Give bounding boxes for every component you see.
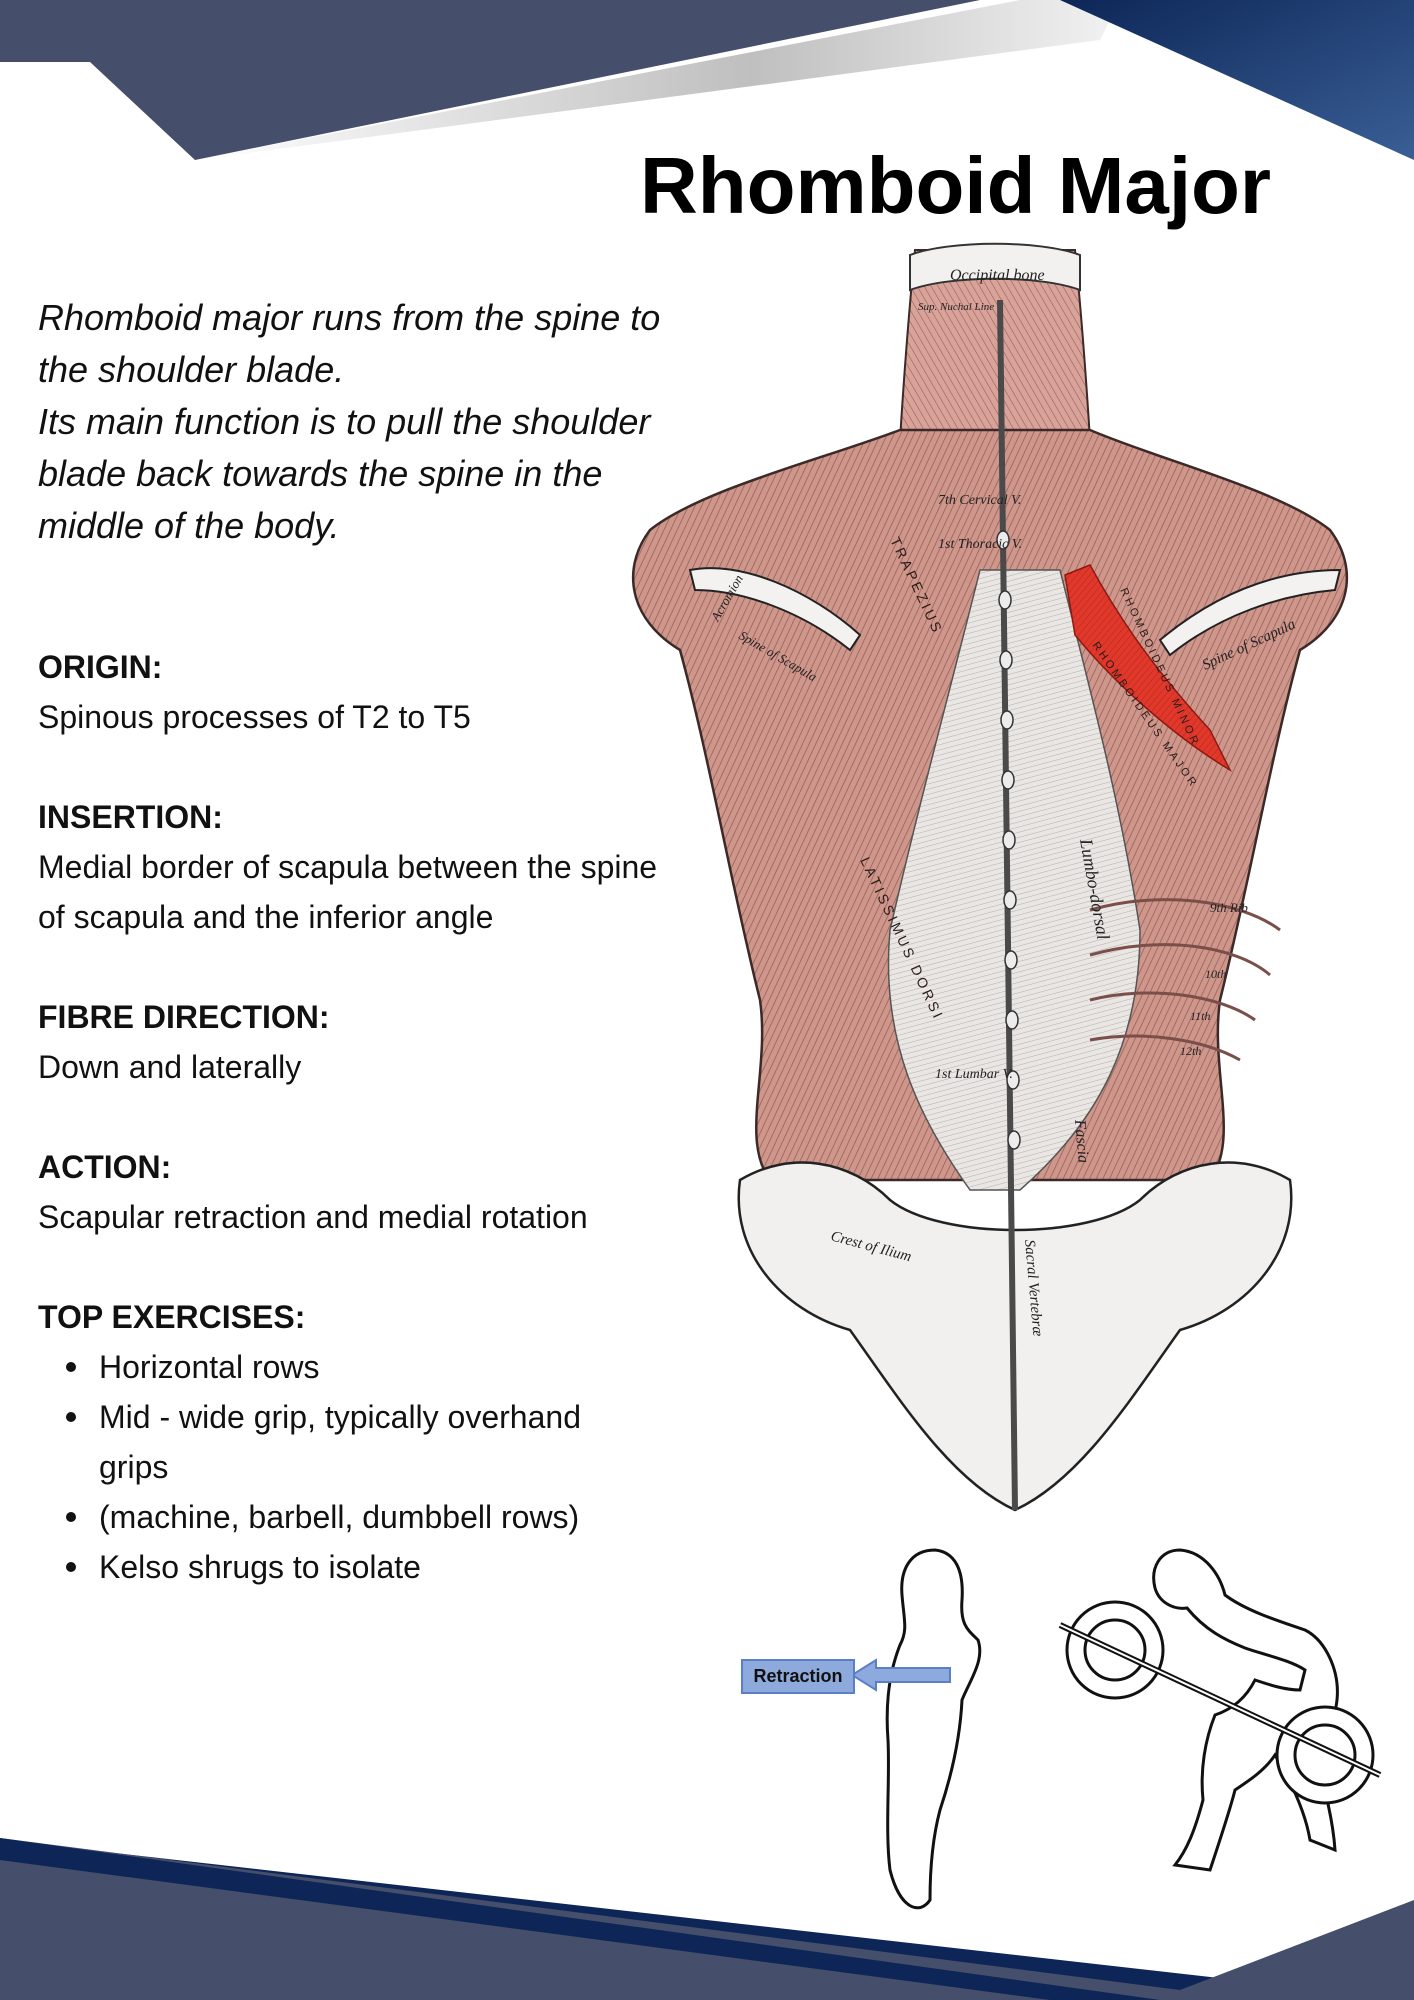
retraction-figure xyxy=(885,1548,982,1910)
label-rib11: 11th xyxy=(1190,1009,1210,1023)
action-section: ACTION: Scapular retraction and medial r… xyxy=(38,1142,658,1242)
insertion-label: INSERTION: xyxy=(38,799,223,835)
left-scapula-spine xyxy=(688,567,862,652)
top-right-navy-corner xyxy=(1060,0,1414,160)
retraction-label: Retraction xyxy=(741,1659,855,1694)
rhomboid-major-muscle xyxy=(1064,564,1232,772)
bullet-icon xyxy=(66,1562,76,1572)
retraction-arrow-icon xyxy=(852,1658,951,1692)
label-nuchal: Sup. Nuchal Line xyxy=(918,301,994,313)
origin-value: Spinous processes of T2 to T5 xyxy=(38,699,471,735)
label-rib12: 12th xyxy=(1180,1044,1201,1058)
list-item: Horizontal rows xyxy=(38,1342,658,1392)
intro-line-1: Rhomboid major runs from the spine to th… xyxy=(38,297,661,390)
top-left-navy-corner xyxy=(0,0,130,62)
label-rib10: 10th xyxy=(1205,967,1226,981)
right-scapula-spine xyxy=(1158,568,1342,657)
label-occipital: Occipital bone xyxy=(950,267,1045,284)
list-item: Kelso shrugs to isolate xyxy=(38,1542,658,1592)
barbell-row-figure xyxy=(1058,1548,1382,1872)
bullet-icon xyxy=(66,1512,76,1522)
insertion-section: INSERTION: Medial border of scapula betw… xyxy=(38,792,658,942)
exercises-section: TOP EXERCISES: Horizontal rows Mid - wid… xyxy=(38,1292,658,1592)
intro-text: Rhomboid major runs from the spine to th… xyxy=(38,292,668,552)
fibre-direction-value: Down and laterally xyxy=(38,1049,302,1085)
origin-section: ORIGIN: Spinous processes of T2 to T5 xyxy=(38,642,658,742)
label-lumbar: 1st Lumbar V. xyxy=(935,1067,1013,1082)
back-anatomy-illustration: Occipital bone Sup. Nuchal Line 7th Cerv… xyxy=(631,242,1349,1512)
facts-panel: ORIGIN: Spinous processes of T2 to T5 IN… xyxy=(38,642,658,1642)
list-item: Mid - wide grip, typically overhand grip… xyxy=(38,1392,658,1492)
intro-line-2: Its main function is to pull the shoulde… xyxy=(38,401,651,546)
label-fascia: Fascia xyxy=(1071,1118,1092,1164)
list-item: (machine, barbell, dumbbell rows) xyxy=(38,1492,658,1542)
action-value: Scapular retraction and medial rotation xyxy=(38,1199,588,1235)
label-rib9: 9th Rib xyxy=(1210,900,1248,915)
action-label: ACTION: xyxy=(38,1149,172,1185)
exercise-list: Horizontal rows Mid - wide grip, typical… xyxy=(38,1342,658,1592)
origin-label: ORIGIN: xyxy=(38,649,163,685)
exercises-label: TOP EXERCISES: xyxy=(38,1299,306,1335)
occipital-bone xyxy=(909,242,1081,292)
top-silver-band xyxy=(195,0,1120,160)
lumbodorsal-fascia xyxy=(887,569,1141,1191)
label-cervical: 7th Cervical V. xyxy=(938,493,1021,508)
bullet-icon xyxy=(66,1412,76,1422)
label-thoracic: 1st Thoracic V. xyxy=(938,537,1022,552)
insertion-value: Medial border of scapula between the spi… xyxy=(38,849,658,935)
page-title: Rhomboid Major xyxy=(640,141,1272,230)
bullet-icon xyxy=(66,1362,76,1372)
top-slate-band xyxy=(0,0,980,160)
fibre-direction-section: FIBRE DIRECTION: Down and laterally xyxy=(38,992,658,1092)
fibre-direction-label: FIBRE DIRECTION: xyxy=(38,999,330,1035)
